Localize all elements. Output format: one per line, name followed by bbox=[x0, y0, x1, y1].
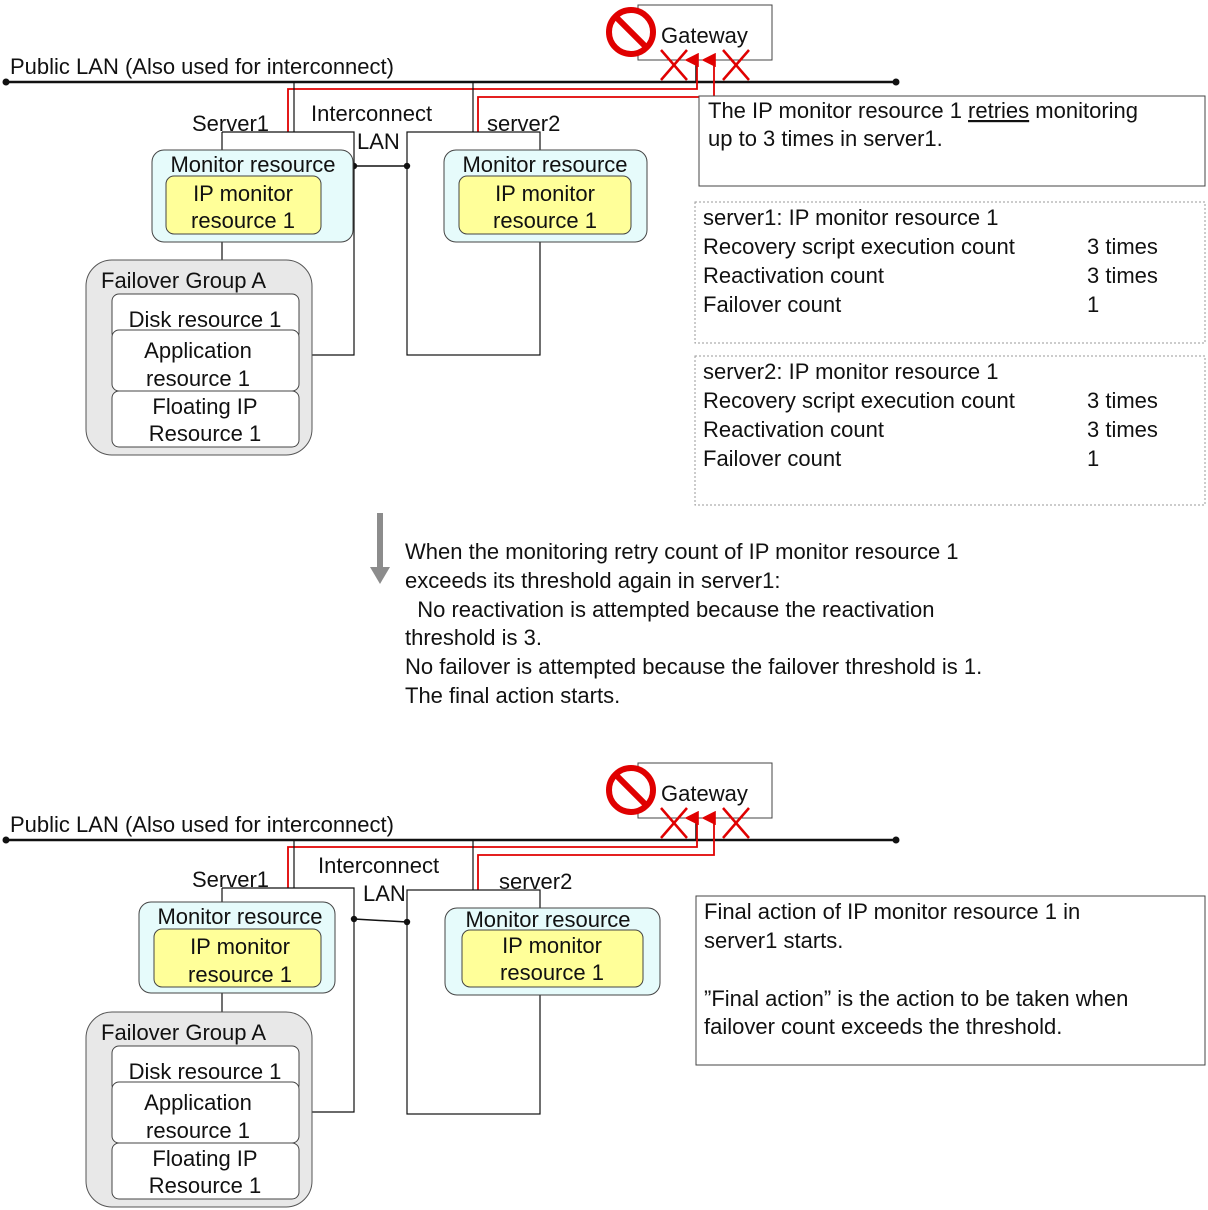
server1-counts-box bbox=[694, 201, 1206, 344]
count-label: Recovery script execution count bbox=[703, 234, 1015, 259]
ip-monitor-label: resource 1 bbox=[500, 960, 604, 985]
server2-label: server2 bbox=[499, 869, 572, 894]
gateway-label: Gateway bbox=[661, 781, 748, 806]
final-action-note-line: ”Final action” is the action to be taken… bbox=[704, 986, 1128, 1011]
interconnect-dot bbox=[350, 915, 358, 923]
down-arrow-icon bbox=[370, 513, 390, 584]
disk-resource-label: Disk resource 1 bbox=[129, 1059, 282, 1084]
interconnect-label: Interconnect bbox=[311, 101, 432, 126]
transition-section: When the monitoring retry count of IP mo… bbox=[370, 513, 982, 708]
final-action-note-box bbox=[695, 895, 1206, 1066]
lan-end-dot bbox=[2, 836, 10, 844]
application-resource-label: Application bbox=[144, 1090, 252, 1115]
lan-end-dot bbox=[892, 78, 900, 86]
final-action-note-line: failover count exceeds the threshold. bbox=[704, 1014, 1062, 1039]
server1-label: Server1 bbox=[192, 111, 269, 136]
lan-end-dot bbox=[892, 836, 900, 844]
ip-monitor-resource-server1 bbox=[153, 928, 322, 988]
prohibited-icon bbox=[606, 765, 656, 815]
application-resource-label: resource 1 bbox=[146, 1118, 250, 1143]
ip-monitor-resource-server2 bbox=[461, 929, 644, 988]
count-value: 3 times bbox=[1087, 234, 1158, 259]
transition-text-line: No reactivation is attempted because the… bbox=[405, 597, 935, 622]
floating-ip-resource bbox=[111, 390, 300, 448]
server2-counts-title: server2: IP monitor resource 1 bbox=[703, 359, 999, 384]
count-label: Failover count bbox=[703, 292, 841, 317]
server2-label: server2 bbox=[487, 111, 560, 136]
server1-box bbox=[222, 131, 355, 356]
interconnect-label-lan: LAN bbox=[363, 881, 406, 906]
monitor-path-server2 bbox=[477, 52, 716, 132]
ip-monitor-label: IP monitor bbox=[502, 933, 602, 958]
failure-x-icon bbox=[660, 49, 688, 81]
public-lan-label: Public LAN (Also used for interconnect) bbox=[10, 54, 394, 79]
count-value: 1 bbox=[1087, 446, 1099, 471]
count-value: 3 times bbox=[1087, 417, 1158, 442]
server1-label: Server1 bbox=[192, 867, 269, 892]
count-label: Failover count bbox=[703, 446, 841, 471]
count-value: 3 times bbox=[1087, 388, 1158, 413]
monitor-resource-label: Monitor resource bbox=[157, 904, 322, 929]
floating-ip-resource-label: Resource 1 bbox=[149, 1173, 262, 1198]
ip-monitor-label: IP monitor bbox=[495, 181, 595, 206]
retry-note-box bbox=[698, 95, 1206, 187]
failover-group-label: Failover Group A bbox=[101, 1020, 266, 1045]
gateway-label: Gateway bbox=[661, 23, 748, 48]
final-action-note-line: server1 starts. bbox=[704, 928, 843, 953]
monitor-resource-label: Monitor resource bbox=[465, 907, 630, 932]
count-label: Recovery script execution count bbox=[703, 388, 1015, 413]
retry-note-line: up to 3 times in server1. bbox=[708, 126, 943, 151]
lan-end-dot bbox=[2, 78, 10, 86]
ip-monitor-resource-server2 bbox=[458, 175, 632, 235]
interconnect-label-lan: LAN bbox=[357, 129, 400, 154]
retry-note-line: The IP monitor resource 1 retries monito… bbox=[708, 98, 1138, 123]
monitor-resource-label: Monitor resource bbox=[462, 152, 627, 177]
count-label: Reactivation count bbox=[703, 263, 884, 288]
prohibited-icon bbox=[606, 7, 656, 57]
failover-group-label: Failover Group A bbox=[101, 268, 266, 293]
ip-monitor-label: resource 1 bbox=[493, 208, 597, 233]
bottom-diagram: Public LAN (Also used for interconnect) … bbox=[2, 762, 1206, 1208]
transition-text-line: No failover is attempted because the fai… bbox=[405, 654, 982, 679]
interconnect-line bbox=[353, 918, 408, 923]
interconnect-label: Interconnect bbox=[318, 853, 439, 878]
count-label: Reactivation count bbox=[703, 417, 884, 442]
interconnect-dot bbox=[403, 918, 411, 926]
transition-text-line: exceeds its threshold again in server1: bbox=[405, 568, 780, 593]
public-lan-label: Public LAN (Also used for interconnect) bbox=[10, 812, 394, 837]
floating-ip-resource-label: Floating IP bbox=[152, 394, 257, 419]
application-resource-label: resource 1 bbox=[146, 366, 250, 391]
failure-x-icon bbox=[660, 807, 688, 839]
failure-x-icon bbox=[722, 49, 750, 81]
top-diagram: Public LAN (Also used for interconnect) … bbox=[2, 4, 1206, 506]
floating-ip-resource bbox=[111, 1142, 300, 1200]
floating-ip-resource-label: Floating IP bbox=[152, 1146, 257, 1171]
server1-counts-title: server1: IP monitor resource 1 bbox=[703, 205, 999, 230]
count-value: 3 times bbox=[1087, 263, 1158, 288]
interconnect-dot bbox=[403, 162, 411, 170]
monitor-path-server1 bbox=[287, 810, 699, 888]
monitor-path-server2 bbox=[477, 810, 716, 890]
ip-monitor-resource-server1 bbox=[165, 175, 322, 235]
final-action-note-line: Final action of IP monitor resource 1 in bbox=[704, 899, 1080, 924]
transition-text-line: The final action starts. bbox=[405, 683, 620, 708]
disk-resource-label: Disk resource 1 bbox=[129, 307, 282, 332]
floating-ip-resource-label: Resource 1 bbox=[149, 421, 262, 446]
transition-text-line: threshold is 3. bbox=[405, 625, 542, 650]
ip-monitor-label: resource 1 bbox=[188, 962, 292, 987]
ip-monitor-label: resource 1 bbox=[191, 208, 295, 233]
ip-monitor-label: IP monitor bbox=[193, 181, 293, 206]
server2-counts-box bbox=[694, 355, 1206, 506]
server1-box bbox=[222, 887, 355, 1113]
application-resource-label: Application bbox=[144, 338, 252, 363]
monitor-path-server1 bbox=[287, 52, 699, 132]
ip-monitor-label: IP monitor bbox=[190, 934, 290, 959]
failure-x-icon bbox=[722, 807, 750, 839]
transition-text-line: When the monitoring retry count of IP mo… bbox=[405, 539, 959, 564]
monitor-resource-label: Monitor resource bbox=[170, 152, 335, 177]
count-value: 1 bbox=[1087, 292, 1099, 317]
